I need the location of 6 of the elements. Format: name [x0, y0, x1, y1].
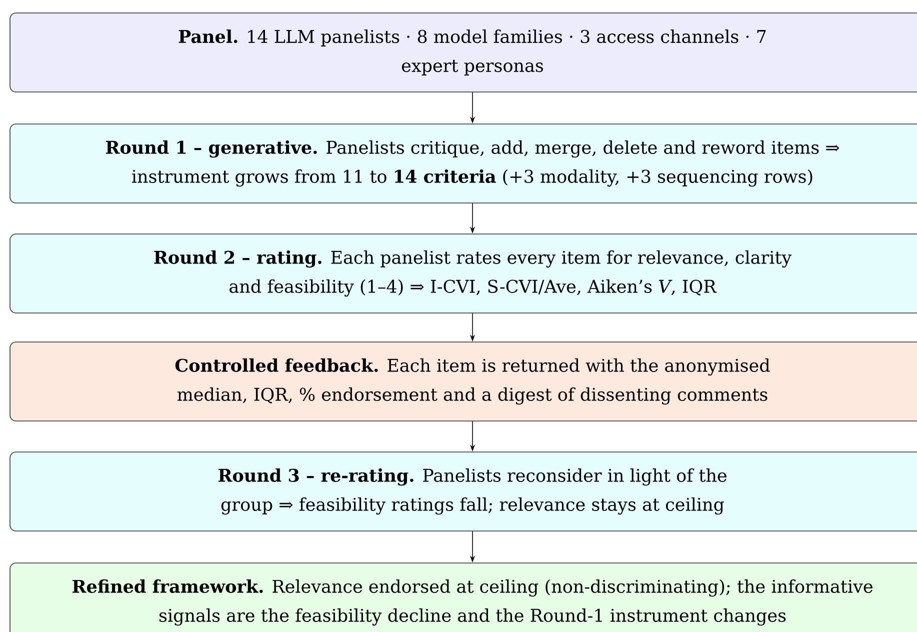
- feedback-box: Controlled feedback. Each item is returned with the anonymised median, IQR, % endorsement and a digest of dissenting comments: [10, 342, 917, 422]
- panel-box: Panel. 14 LLM panelists · 8 model families · 3 access channels · 7 expert personas: [10, 12, 917, 92]
- result-box: Refined framework. Relevance endorsed at ceiling (non-discriminating); the informative signals are the feasibility decline and the Round-1 instrument changes: [10, 562, 917, 632]
- round-box: Round 2 – rating. Each panelist rates every item for relevance, clarity and feasibility (1–4) ⇒ I-CVI, S-CVI/Ave, Aiken’s V, IQR: [10, 234, 917, 314]
- round-box: Round 1 – generative. Panelists critique, add, merge, delete and reword items ⇒ instrument grows from 11 to 14 criteria (+3 modality, +3 sequencing rows): [10, 124, 917, 204]
- round-box: Round 3 – re-rating. Panelists reconsider in light of the group ⇒ feasibility ratings fall; relevance stays at ceiling: [10, 452, 917, 532]
